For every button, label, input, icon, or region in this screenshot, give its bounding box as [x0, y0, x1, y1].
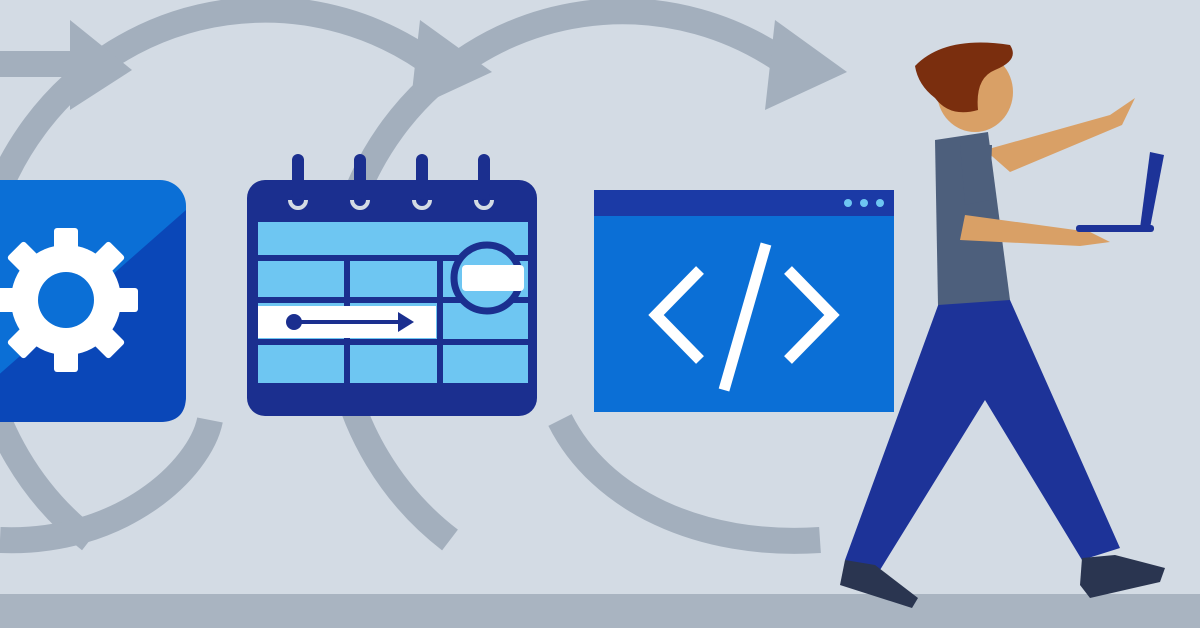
loop-arrow-2: [0, 0, 448, 551]
pointing-arm: [985, 98, 1135, 172]
holding-arm: [960, 215, 1110, 246]
person-figure: [840, 42, 1165, 608]
gear-tile: [0, 180, 186, 422]
floor: [0, 594, 1200, 628]
laptop-icon: [1076, 152, 1164, 232]
arrowhead-icon: [410, 20, 492, 110]
pants: [845, 300, 1120, 570]
arrowhead-icon: [765, 20, 847, 110]
code-window-icon: [594, 190, 894, 412]
right-shoe: [1080, 555, 1165, 598]
arrowhead-icon: [70, 20, 132, 110]
gear-icon: [0, 228, 138, 372]
loop-arrow-3: [322, 0, 803, 551]
left-shoe: [840, 560, 918, 608]
code-brackets-icon: [648, 242, 840, 392]
loop-arrows: [0, 0, 821, 554]
calendar-icon: [247, 154, 537, 416]
hair: [915, 42, 1013, 113]
loop-arrow-4: [548, 413, 821, 554]
loop-arrow-0: [0, 416, 223, 554]
arrowheads: [70, 20, 847, 110]
